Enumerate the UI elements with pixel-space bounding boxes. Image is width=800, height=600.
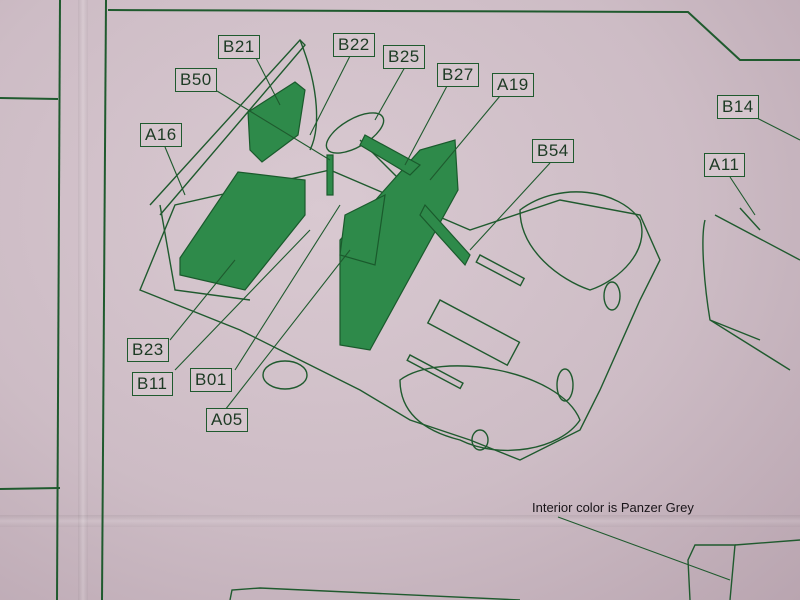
- part-a05-seat-back: [339, 193, 386, 266]
- paper-fold-horizontal: [0, 515, 800, 527]
- paint-color-note: Interior color is Panzer Grey: [532, 500, 694, 515]
- part-b54-rod: [419, 203, 471, 267]
- callout-a16: A16: [140, 123, 182, 147]
- callout-b25: B25: [383, 45, 425, 69]
- callout-b22: B22: [333, 33, 375, 57]
- callout-a05: A05: [206, 408, 248, 432]
- paper-fold-vertical: [78, 0, 88, 600]
- callout-b23: B23: [127, 338, 169, 362]
- border-line-left-inner: [101, 0, 107, 600]
- callout-a19: A19: [492, 73, 534, 97]
- callout-b01: B01: [190, 368, 232, 392]
- border-line-top: [107, 9, 800, 61]
- callout-b11: B11: [132, 372, 173, 396]
- border-line-left-outer: [56, 0, 61, 600]
- part-b27-steering-column: [359, 134, 421, 176]
- part-b50-lever: [326, 154, 334, 196]
- part-b23-seat-cushion: [179, 171, 306, 291]
- part-a19-bulkhead: [339, 139, 459, 351]
- callout-b14: B14: [717, 95, 759, 119]
- callout-a11: A11: [704, 153, 745, 177]
- callout-b27: B27: [437, 63, 479, 87]
- callout-b21: B21: [218, 35, 260, 59]
- callout-b50: B50: [175, 68, 217, 92]
- part-b21-seat-back: [247, 81, 306, 163]
- callout-b54: B54: [532, 139, 574, 163]
